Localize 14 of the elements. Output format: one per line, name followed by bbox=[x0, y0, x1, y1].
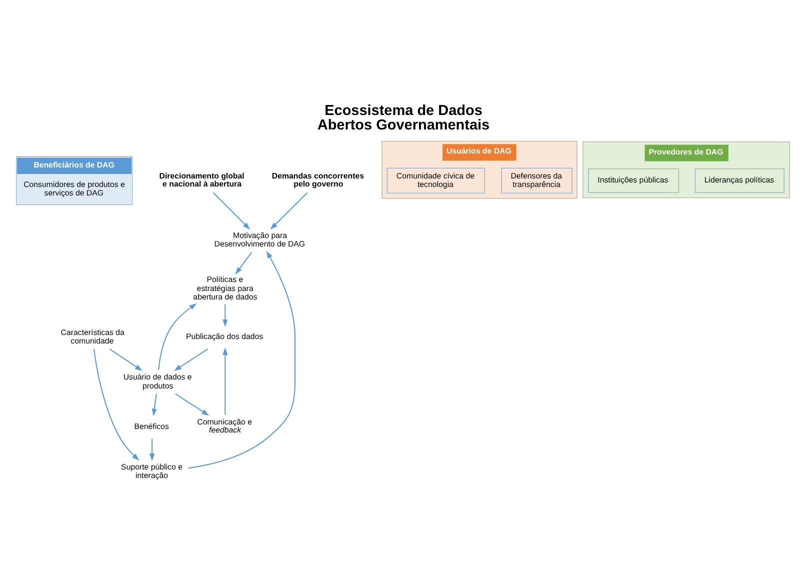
arrow bbox=[188, 250, 296, 468]
arrow bbox=[175, 392, 210, 416]
diagram-title: Ecossistema de Dados Abertos Governamentais bbox=[317, 102, 490, 134]
arrow bbox=[212, 192, 250, 230]
arrow bbox=[152, 393, 157, 416]
arrow bbox=[149, 438, 155, 460]
arrow bbox=[93, 348, 140, 460]
arrow bbox=[270, 192, 308, 230]
arrow bbox=[222, 304, 228, 326]
arrow bbox=[174, 348, 208, 370]
arrow bbox=[235, 252, 252, 274]
arrow bbox=[158, 302, 197, 370]
arrow bbox=[109, 348, 142, 370]
arrow bbox=[222, 347, 228, 414]
